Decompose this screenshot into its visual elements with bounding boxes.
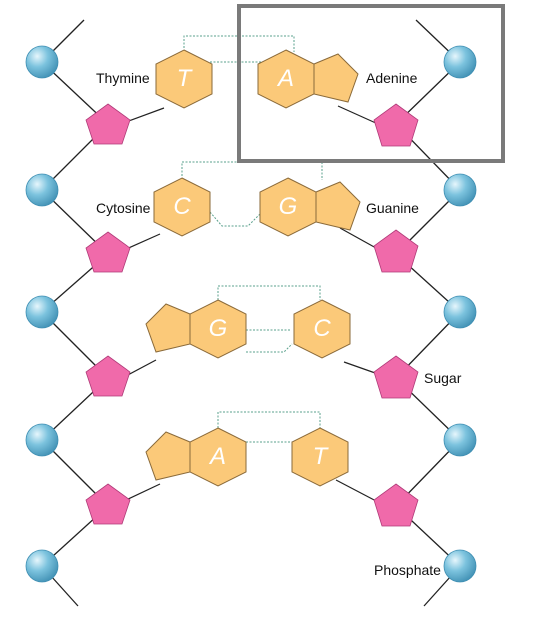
label-cytosine: Cytosine [96,200,151,216]
label-sugar: Sugar [424,370,462,386]
highlight-box [237,4,505,163]
sugar-right-4 [373,483,419,527]
base-letter: T [176,65,192,92]
adenine-base-1 [257,49,359,109]
base-letter: T [312,443,328,470]
sugar-left-2 [85,231,131,273]
guanine-base-2 [259,177,361,237]
sugar-right-2 [373,229,419,273]
phosphate-left-1 [25,45,59,79]
cytosine-base-2 [153,177,211,237]
phosphate-left-2 [25,173,59,207]
phosphate-left-5 [25,549,59,583]
base-letter: G [278,193,298,220]
sugar-left-1 [85,103,131,145]
label-guanine: Guanine [366,200,419,216]
sugars [85,103,419,527]
label-thymine: Thymine [96,70,150,86]
phosphates [25,45,477,583]
sugar-left-4 [85,483,131,525]
phosphate-right-5 [443,549,477,583]
phosphate-left-4 [25,423,59,457]
sugar-right-1 [373,103,419,147]
base-letter: G [208,315,228,342]
base-letter: C [313,315,331,342]
thymine-base-4 [291,427,349,487]
phosphate-left-3 [25,295,59,329]
phosphate-right-3 [443,295,477,329]
glycosidic-bonds [123,105,379,503]
base-letter: A [277,65,294,92]
label-phosphate: Phosphate [374,562,441,578]
phosphate-right-2 [443,173,477,207]
phosphate-right-1 [443,45,477,79]
thymine-base-1 [155,49,213,109]
base-letter: A [209,443,226,470]
cytosine-base-3 [293,299,351,359]
guanine-base-3 [145,299,247,359]
adenine-base-4 [145,427,247,487]
sugar-left-3 [85,355,131,397]
sugar-right-3 [373,355,419,399]
base-letter: C [173,193,191,220]
phosphate-right-4 [443,423,477,457]
label-adenine: Adenine [366,70,418,86]
